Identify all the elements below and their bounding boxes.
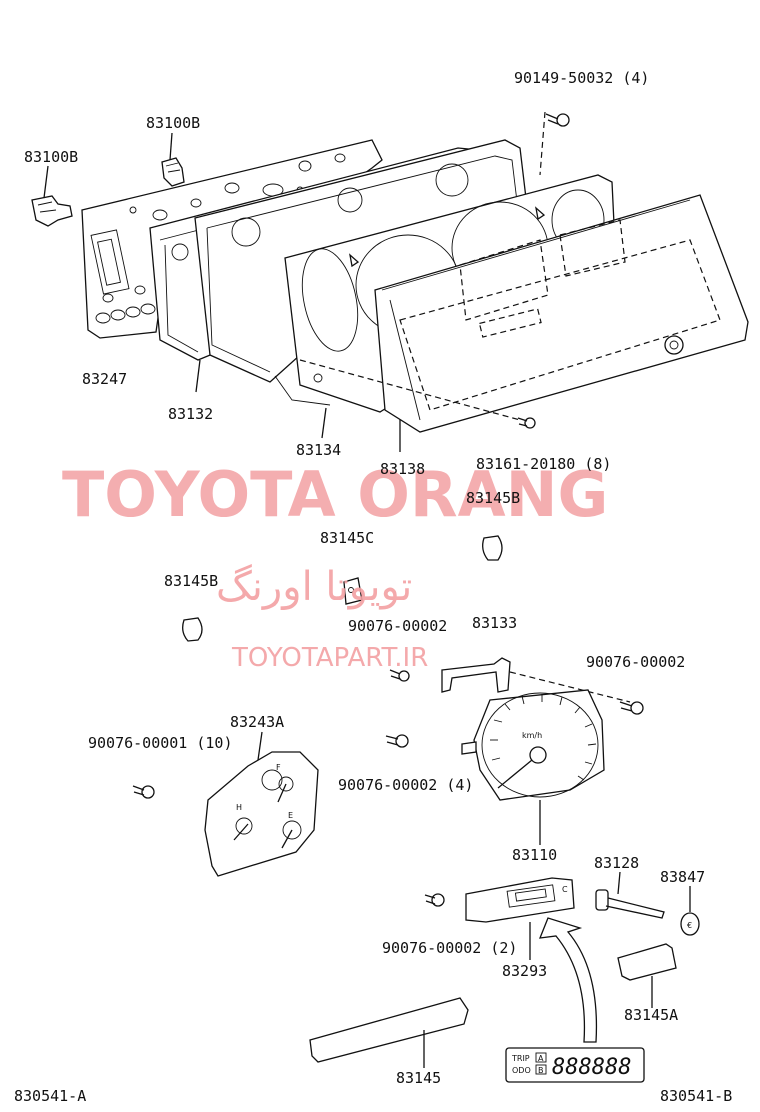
label-83145B-right: 83145B — [466, 489, 520, 507]
label-90076-00001: 90076-00001 (10) — [88, 734, 233, 752]
odometer-digits: 888888 — [552, 1055, 631, 1080]
label-83145B-left: 83145B — [164, 572, 218, 590]
label-83132: 83132 — [168, 405, 213, 423]
screw-83161 — [517, 417, 536, 429]
trip-label: TRIP — [511, 1054, 530, 1063]
label-90149: 90149-50032 (4) — [514, 69, 649, 87]
footer-code-right: 830541-B — [660, 1087, 732, 1105]
temp-c-label: C — [562, 885, 568, 894]
speed-unit-label: km/h — [522, 731, 542, 740]
button-a-label: A — [538, 1054, 544, 1063]
bracket-83133 — [441, 657, 631, 703]
connector-83100B-top — [161, 132, 185, 187]
connector-83100B-left — [31, 165, 73, 227]
speedometer-83110 — [461, 689, 605, 845]
label-83145C: 83145C — [320, 529, 374, 547]
label-83161: 83161-20180 (8) — [476, 455, 611, 473]
label-83247: 83247 — [82, 370, 127, 388]
lens-cover — [299, 194, 749, 433]
screw-90076-a — [389, 669, 410, 682]
label-90076-00002-b: 90076-00002 — [586, 653, 685, 671]
label-83847: 83847 — [660, 868, 705, 886]
bracket-83145C — [343, 577, 363, 605]
label-83133: 83133 — [472, 614, 517, 632]
clip-83145B-left — [182, 617, 203, 642]
screw-90076-b — [619, 701, 644, 715]
reset-knob-83128 — [595, 871, 665, 919]
watermark-url: TOYOTAPART.IR — [231, 643, 428, 673]
label-90076-00002-2: 90076-00002 (2) — [382, 939, 517, 957]
odometer-module-83293 — [465, 877, 575, 960]
cover-bar-83145 — [309, 997, 469, 1068]
button-b-label: B — [538, 1066, 544, 1075]
cover-83145A — [617, 943, 677, 1008]
clip-83145B-right — [482, 535, 503, 561]
watermark-arabic: تویوتا اورنگ — [216, 564, 412, 610]
label-83145A: 83145A — [624, 1006, 678, 1024]
screw-90076-2 — [424, 893, 445, 907]
label-90076-00002-a: 90076-00002 — [348, 617, 447, 635]
screw-90076-4 — [385, 734, 409, 748]
label-83100B-left: 83100B — [24, 148, 78, 166]
label-83145: 83145 — [396, 1069, 441, 1087]
footer-code-left: 830541-A — [14, 1087, 86, 1105]
label-83110: 83110 — [512, 846, 557, 864]
watermark-brand: TOYOTA ORANG — [62, 458, 608, 531]
knob-cap-83847: € — [680, 886, 700, 936]
svg-text:€: € — [687, 921, 692, 930]
screw-90076-00001 — [132, 785, 155, 799]
screw-90149 — [539, 111, 570, 176]
temp-h-label: H — [236, 803, 242, 812]
fuel-e-label: E — [288, 811, 293, 820]
label-83128: 83128 — [594, 854, 639, 872]
combination-gauge-83243A — [204, 731, 319, 877]
detail-arrow — [538, 917, 598, 1043]
label-83138: 83138 — [380, 460, 425, 478]
odo-label: ODO — [512, 1066, 531, 1075]
label-90076-00002-4: 90076-00002 (4) — [338, 776, 473, 794]
label-83243A: 83243A — [230, 713, 284, 731]
label-83293: 83293 — [502, 962, 547, 980]
label-83100B-top: 83100B — [146, 114, 200, 132]
odometer-display-detail: TRIP ODO A B 888888 — [505, 1047, 645, 1083]
label-83134: 83134 — [296, 441, 341, 459]
fuel-f-label: F — [276, 763, 281, 772]
